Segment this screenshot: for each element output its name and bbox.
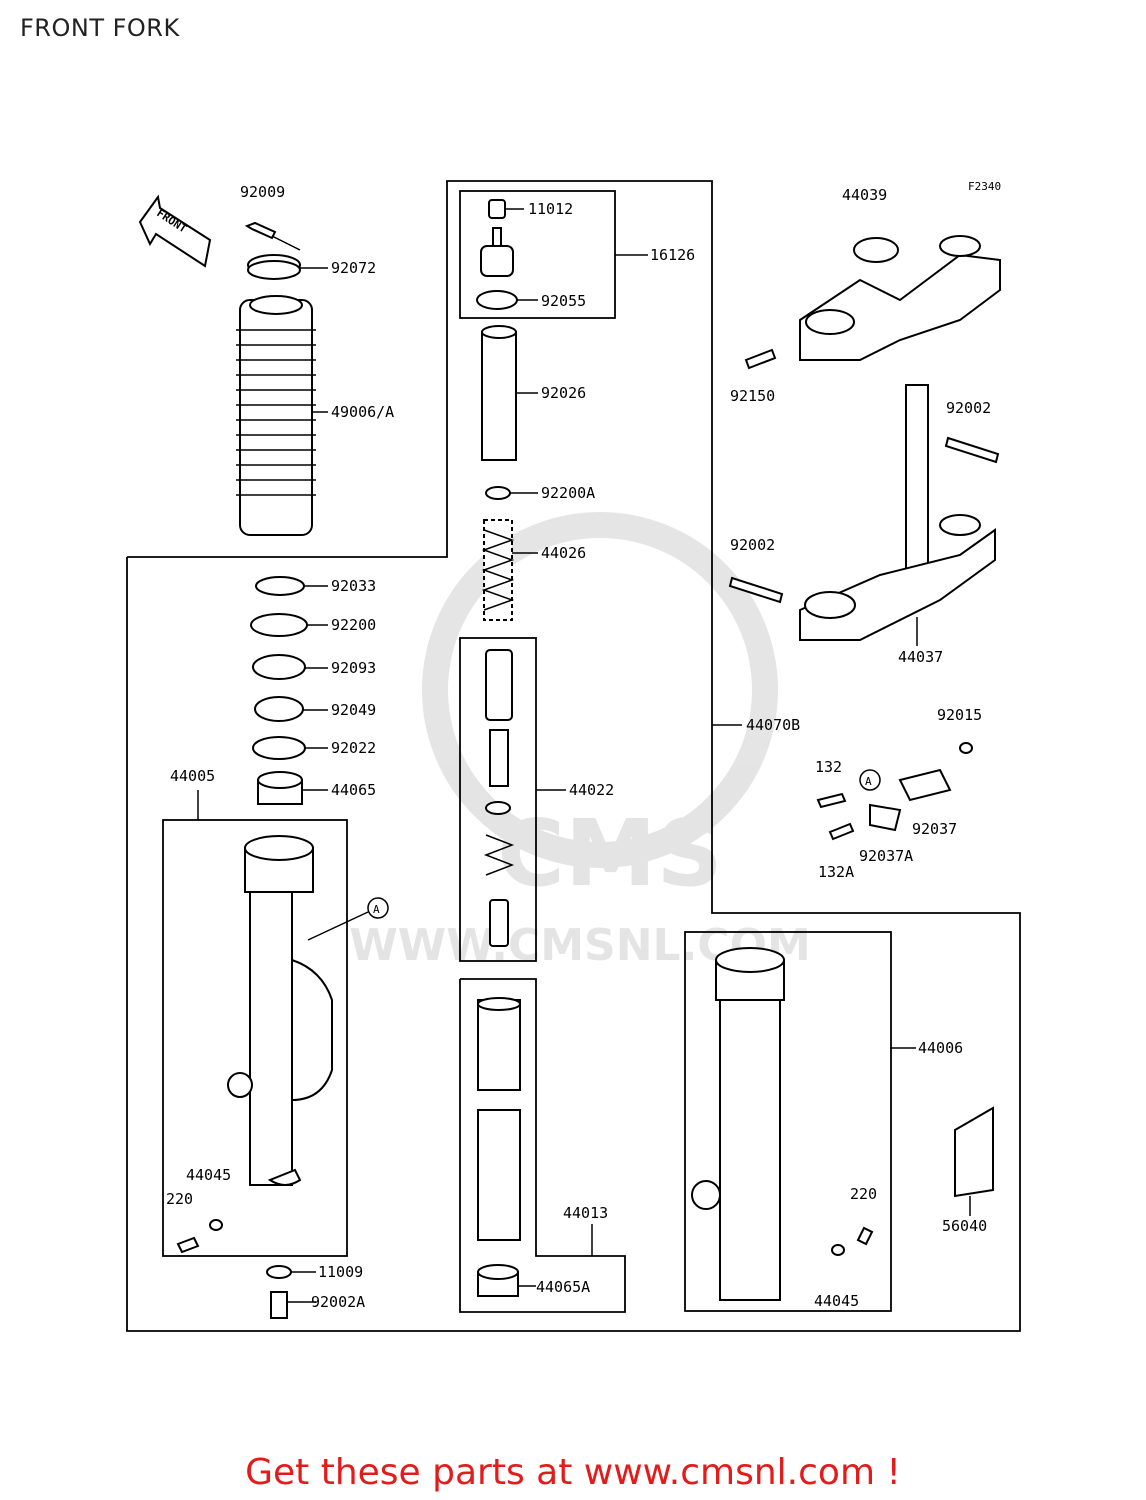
label-132A: 132A xyxy=(818,863,854,881)
stem-44037-icon xyxy=(799,384,996,641)
front-arrow-icon: FRONT xyxy=(138,194,212,268)
label-92037A: 92037A xyxy=(859,847,913,865)
label-11009: 11009 xyxy=(318,1263,363,1281)
label-92015: 92015 xyxy=(937,706,982,724)
guard-56040-icon xyxy=(954,1106,994,1198)
washer-44045b-icon xyxy=(831,1244,845,1256)
callout-a-2: A xyxy=(859,769,881,791)
label-44039: 44039 xyxy=(842,186,887,204)
clamp-92072-icon xyxy=(247,254,301,280)
oring-92055-icon xyxy=(476,290,518,310)
label-16126: 16126 xyxy=(650,246,695,264)
svg-text:A: A xyxy=(373,903,380,916)
spring-44026-icon xyxy=(481,519,515,621)
label-44070B: 44070B xyxy=(746,716,800,734)
damper-rod-44022-icon xyxy=(483,649,515,947)
label-92200A: 92200A xyxy=(541,484,595,502)
label-220a: 220 xyxy=(166,1190,193,1208)
label-44065A: 44065A xyxy=(536,1278,590,1296)
bushing-44065A-icon xyxy=(477,1264,519,1297)
box-44022 xyxy=(459,637,537,962)
label-44037: 44037 xyxy=(898,648,943,666)
label-92049: 92049 xyxy=(331,701,376,719)
ring-92022-icon xyxy=(252,736,306,760)
bolt-92002A-icon xyxy=(270,1291,288,1319)
figure-code: F2340 xyxy=(968,180,1001,193)
label-44022: 44022 xyxy=(569,781,614,799)
leader-lines xyxy=(197,208,971,1303)
washer-11009-icon xyxy=(266,1265,292,1279)
bushing-44065-icon xyxy=(257,771,303,805)
box-44005 xyxy=(162,819,348,1257)
page-title: FRONT FORK xyxy=(20,14,180,42)
callout-a-1: A xyxy=(307,897,389,941)
label-92033: 92033 xyxy=(331,577,376,595)
label-44045a: 44045 xyxy=(186,1166,231,1184)
label-92072: 92072 xyxy=(331,259,376,277)
bolt-92002b-icon xyxy=(728,576,784,604)
label-56040: 56040 xyxy=(942,1217,987,1235)
upper-bracket-44039-icon xyxy=(799,235,1001,361)
label-11012: 11012 xyxy=(528,200,573,218)
watermark-logo: CMS WWW.CMSNL.COM xyxy=(349,512,811,971)
label-44006: 44006 xyxy=(918,1039,963,1057)
assembly-frame-outline xyxy=(126,180,1021,1332)
label-92022: 92022 xyxy=(331,739,376,757)
seal-92049-icon xyxy=(254,696,304,722)
label-220b: 220 xyxy=(850,1185,877,1203)
label-92200: 92200 xyxy=(331,616,376,634)
circlip-92033-icon xyxy=(255,576,305,596)
label-92002a: 92002 xyxy=(946,399,991,417)
label-92037: 92037 xyxy=(912,820,957,838)
label-92002b: 92002 xyxy=(730,536,775,554)
label-132: 132 xyxy=(815,758,842,776)
spacer-92026-icon xyxy=(481,325,517,461)
bolt-92002a-icon xyxy=(944,436,1000,464)
bolt-220a-icon xyxy=(176,1236,200,1254)
box-44013 xyxy=(459,978,626,1313)
promo-link[interactable]: Get these parts at www.cmsnl.com ! xyxy=(245,1452,901,1493)
bolt-132-icon xyxy=(816,792,847,809)
bolt-92009-icon xyxy=(244,221,301,251)
svg-text:A: A xyxy=(865,775,872,788)
label-44045b: 44045 xyxy=(814,1292,859,1310)
watermark-logo-text: CMS xyxy=(497,800,722,907)
label-44026: 44026 xyxy=(541,544,586,562)
bracket-92037-icon xyxy=(898,742,973,802)
label-92150: 92150 xyxy=(730,387,775,405)
bolt-92150-icon xyxy=(744,348,777,370)
washer-92200A-icon xyxy=(485,486,511,500)
bolt-220b-icon xyxy=(856,1226,874,1246)
label-49006A: 49006/A xyxy=(331,403,394,421)
box-44006 xyxy=(684,931,892,1312)
inner-tube-44013-icon xyxy=(477,997,521,1241)
seal-92093-icon xyxy=(252,654,306,680)
label-92026: 92026 xyxy=(541,384,586,402)
boot-49006-icon xyxy=(236,295,316,536)
label-92055: 92055 xyxy=(541,292,586,310)
label-92002A: 92002A xyxy=(311,1293,365,1311)
bolt-132A-icon xyxy=(828,822,855,841)
front-fork-diagram: CMS WWW.CMSNL.COM FRONT F2340 xyxy=(126,180,1021,1332)
cap-11012-icon xyxy=(488,199,506,219)
label-44013: 44013 xyxy=(563,1204,608,1222)
label-92009: 92009 xyxy=(240,183,285,201)
outer-tube-44006-icon xyxy=(691,947,785,1301)
label-44005: 44005 xyxy=(170,767,215,785)
washer-92200-icon xyxy=(250,613,308,637)
washer-44045a-icon xyxy=(209,1219,223,1231)
outer-tube-44005-icon xyxy=(227,835,333,1186)
damper-cap-icon xyxy=(480,227,514,277)
bracket-92037A-icon xyxy=(869,803,902,832)
label-44065: 44065 xyxy=(331,781,376,799)
label-92093: 92093 xyxy=(331,659,376,677)
